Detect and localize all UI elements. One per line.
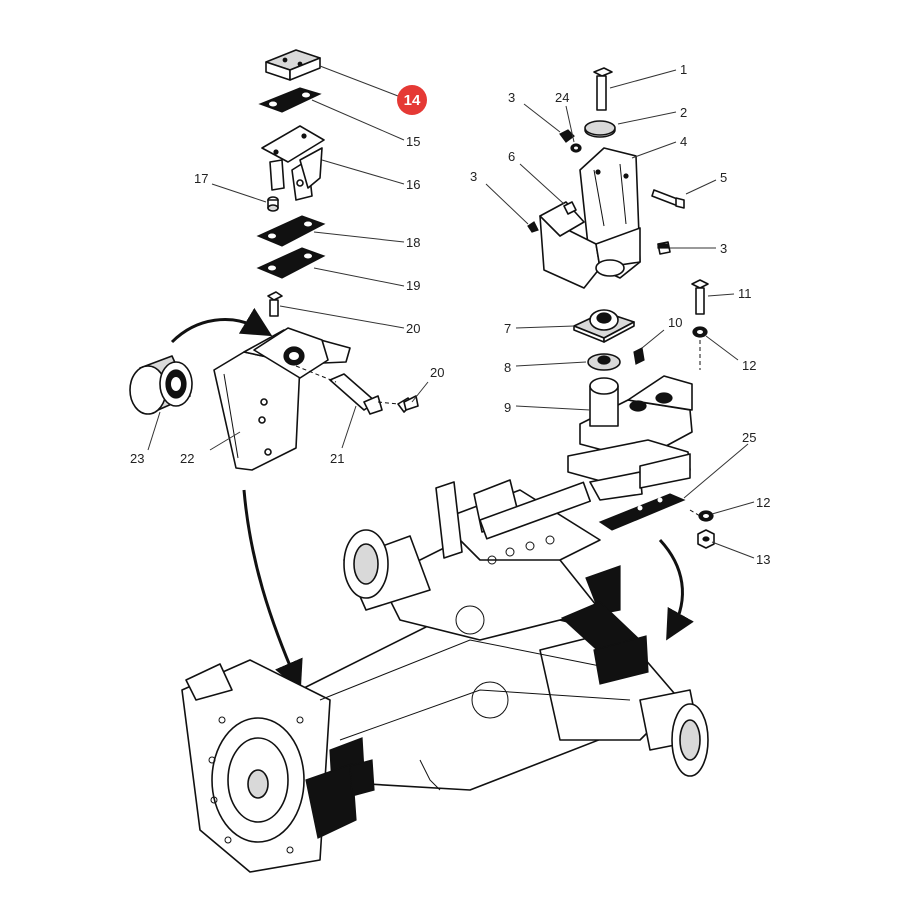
callout-3-top[interactable]: 3 <box>508 90 515 105</box>
highlighted-callout-14[interactable]: 14 <box>397 85 427 115</box>
callout-13[interactable]: 13 <box>756 552 770 567</box>
callout-6[interactable]: 6 <box>508 149 515 164</box>
part-2-washer[interactable] <box>584 120 616 138</box>
part-7-rubber-mount[interactable] <box>573 309 635 343</box>
tractor-chassis-illustration <box>181 479 709 873</box>
callout-12-upper[interactable]: 12 <box>742 358 756 373</box>
callout-18[interactable]: 18 <box>406 235 420 250</box>
callout-20-lower[interactable]: 20 <box>430 365 444 380</box>
part-23-rubber-bushing[interactable] <box>129 355 193 415</box>
part-17-spacer[interactable] <box>267 196 279 212</box>
part-10-bolt[interactable] <box>633 347 645 365</box>
callout-14: 14 <box>404 92 421 109</box>
part-21-long-bolt[interactable] <box>295 365 383 415</box>
callout-5[interactable]: 5 <box>720 170 727 185</box>
callout-15[interactable]: 15 <box>406 134 420 149</box>
callout-2[interactable]: 2 <box>680 105 687 120</box>
callout-8[interactable]: 8 <box>504 360 511 375</box>
callout-labels: 15 16 17 18 19 20 20 21 22 23 1 2 3 24 4… <box>130 62 770 567</box>
callout-19[interactable]: 19 <box>406 278 420 293</box>
left-mount-assembly <box>129 49 419 692</box>
highlight-circle <box>397 85 427 115</box>
part-15-shim-plate[interactable] <box>258 87 322 113</box>
part-24-lock-washer[interactable] <box>570 143 582 153</box>
callout-20-upper[interactable]: 20 <box>406 321 420 336</box>
callout-12-lower[interactable]: 12 <box>756 495 770 510</box>
part-12-nut-upper[interactable] <box>692 326 708 338</box>
callout-10[interactable]: 10 <box>668 315 682 330</box>
callout-22[interactable]: 22 <box>180 451 194 466</box>
rear-frame-silhouette <box>567 439 691 501</box>
callout-17[interactable]: 17 <box>194 171 208 186</box>
part-12-nut-lower[interactable] <box>698 510 714 522</box>
part-19-plate[interactable] <box>256 247 326 279</box>
part-6-small-bolt[interactable] <box>563 201 577 215</box>
callout-3-right[interactable]: 3 <box>720 241 727 256</box>
part-3-nut-upper[interactable] <box>559 129 575 143</box>
part-4-rear-bracket[interactable] <box>539 147 641 289</box>
part-18-plate[interactable] <box>256 215 326 247</box>
part-25-strap-plate[interactable] <box>598 493 686 531</box>
part-11-bolt[interactable] <box>691 279 709 315</box>
callout-11[interactable]: 11 <box>738 286 752 301</box>
right-mount-assembly <box>527 67 715 641</box>
callout-16[interactable]: 16 <box>406 177 420 192</box>
part-1-bolt[interactable] <box>593 67 613 111</box>
callout-25[interactable]: 25 <box>742 430 756 445</box>
part-14-rubber-pad[interactable] <box>265 49 321 81</box>
callout-3-left[interactable]: 3 <box>470 169 477 184</box>
callout-23[interactable]: 23 <box>130 451 144 466</box>
callout-7[interactable]: 7 <box>504 321 511 336</box>
callout-4[interactable]: 4 <box>680 134 687 149</box>
part-20-bolt-upper[interactable] <box>267 291 283 317</box>
part-8-washer[interactable] <box>587 353 621 371</box>
part-20-bolt-lower[interactable] <box>377 395 419 413</box>
callout-9[interactable]: 9 <box>504 400 511 415</box>
part-16-mount-bracket[interactable] <box>261 125 325 201</box>
leader-lines <box>147 65 755 559</box>
part-5-side-bolt[interactable] <box>651 189 685 209</box>
part-22-support-bracket[interactable] <box>213 327 351 471</box>
part-3-nut-right[interactable] <box>657 241 671 255</box>
callout-21[interactable]: 21 <box>330 451 344 466</box>
callout-1[interactable]: 1 <box>680 62 687 77</box>
part-3-nut-left[interactable] <box>527 221 539 233</box>
callout-24[interactable]: 24 <box>555 90 569 105</box>
part-13-hex-nut[interactable] <box>697 529 715 549</box>
